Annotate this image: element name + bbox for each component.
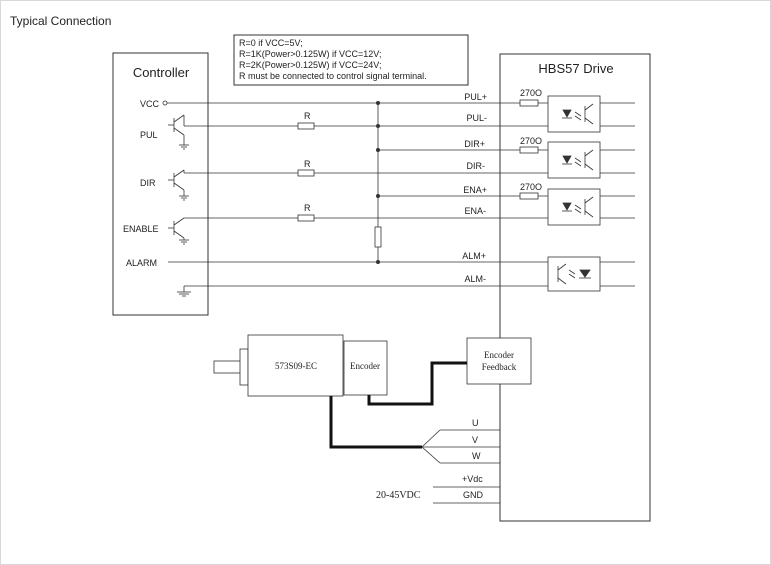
encoder-feedback-box xyxy=(466,337,532,385)
resistor-note: R=0 if VCC=5V; R=1K(Power>0.125W) if VCC… xyxy=(233,34,469,86)
optocoupler-alm-icon xyxy=(547,256,601,292)
motor-encoder xyxy=(343,340,388,396)
motor-phase-wires xyxy=(421,429,500,504)
resistor-270-ena: 270O xyxy=(520,182,542,192)
drive-box xyxy=(499,53,651,522)
controller-ground-icon xyxy=(177,286,191,297)
terminal-vdc: +Vdc xyxy=(462,474,483,484)
terminal-w: W xyxy=(472,451,481,461)
optocoupler-pul-icon xyxy=(547,95,601,133)
pul-transistor xyxy=(168,114,189,150)
motor-model: 573S09-EC xyxy=(275,361,317,371)
note-line-3: R=2K(Power>0.125W) if VCC=24V; xyxy=(239,60,381,70)
resistor-alarm-pullup xyxy=(374,226,382,248)
resistor-270-dir: 270O xyxy=(520,136,542,146)
controller-block: Controller VCC PUL DIR ENABLE ALARM xyxy=(112,52,209,316)
pin-vcc-label: VCC xyxy=(140,99,160,109)
encoder-feedback-block: Encoder Feedback xyxy=(466,337,532,385)
pin-pul-plus: PUL+ xyxy=(464,92,487,102)
junction-dots xyxy=(376,101,380,264)
note-line-4: R must be connected to control signal te… xyxy=(239,71,427,81)
resistor-dir-label: R xyxy=(304,159,311,169)
drive-pin-labels: PUL+ PUL- DIR+ DIR- ENA+ ENA- ALM+ ALM- xyxy=(462,92,487,284)
optocoupler-ena-icon xyxy=(547,188,601,226)
motor-cable xyxy=(329,396,422,449)
pin-dir-plus: DIR+ xyxy=(464,139,485,149)
controller-box xyxy=(112,52,209,316)
dir-transistor xyxy=(168,169,189,201)
pin-dir-label: DIR xyxy=(140,178,156,188)
motor-block: 573S09-EC Encoder xyxy=(213,334,388,397)
resistor-pul xyxy=(297,122,315,130)
pin-ena-plus: ENA+ xyxy=(463,185,487,195)
pin-ena-minus: ENA- xyxy=(464,206,486,216)
drive-block: HBS57 Drive xyxy=(499,53,651,522)
note-line-1: R=0 if VCC=5V; xyxy=(239,38,303,48)
optocoupler-icons xyxy=(547,95,601,292)
encoder-feedback-line-1: Encoder xyxy=(484,350,514,360)
resistor-270-pul: 270O xyxy=(520,88,542,98)
pin-enable-label: ENABLE xyxy=(123,224,159,234)
terminal-u: U xyxy=(472,418,479,428)
note-box xyxy=(233,34,469,86)
encoder-cable xyxy=(367,361,467,406)
resistor-ena-label: R xyxy=(304,203,311,213)
controller-title: Controller xyxy=(133,65,190,80)
enable-transistor xyxy=(168,217,189,245)
diagram-heading: Typical Connection xyxy=(10,14,111,28)
drive-input-resistors: 270O 270O 270O xyxy=(519,88,542,200)
series-resistors: R R R xyxy=(297,111,382,248)
note-line-2: R=1K(Power>0.125W) if VCC=12V; xyxy=(239,49,381,59)
motor-encoder-label: Encoder xyxy=(350,361,380,371)
pin-dir-minus: DIR- xyxy=(467,161,486,171)
drive-title: HBS57 Drive xyxy=(538,61,613,76)
motor-body xyxy=(247,334,344,397)
pin-pul-label: PUL xyxy=(140,130,158,140)
pin-alm-minus: ALM- xyxy=(464,274,486,284)
resistor-ena xyxy=(297,214,315,222)
terminal-gnd: GND xyxy=(463,490,484,500)
encoder-feedback-line-2: Feedback xyxy=(482,362,517,372)
terminal-v: V xyxy=(472,435,478,445)
motor-flange xyxy=(239,348,249,386)
resistor-dir xyxy=(297,169,315,177)
vcc-terminal xyxy=(162,100,168,106)
pin-alm-plus: ALM+ xyxy=(462,251,486,261)
resistor-pul-label: R xyxy=(304,111,311,121)
pin-alarm-label: ALARM xyxy=(126,258,157,268)
thick-cables xyxy=(329,361,467,449)
supply-voltage: 20-45VDC xyxy=(376,490,421,501)
pin-pul-minus: PUL- xyxy=(466,113,487,123)
optocoupler-dir-icon xyxy=(547,141,601,179)
